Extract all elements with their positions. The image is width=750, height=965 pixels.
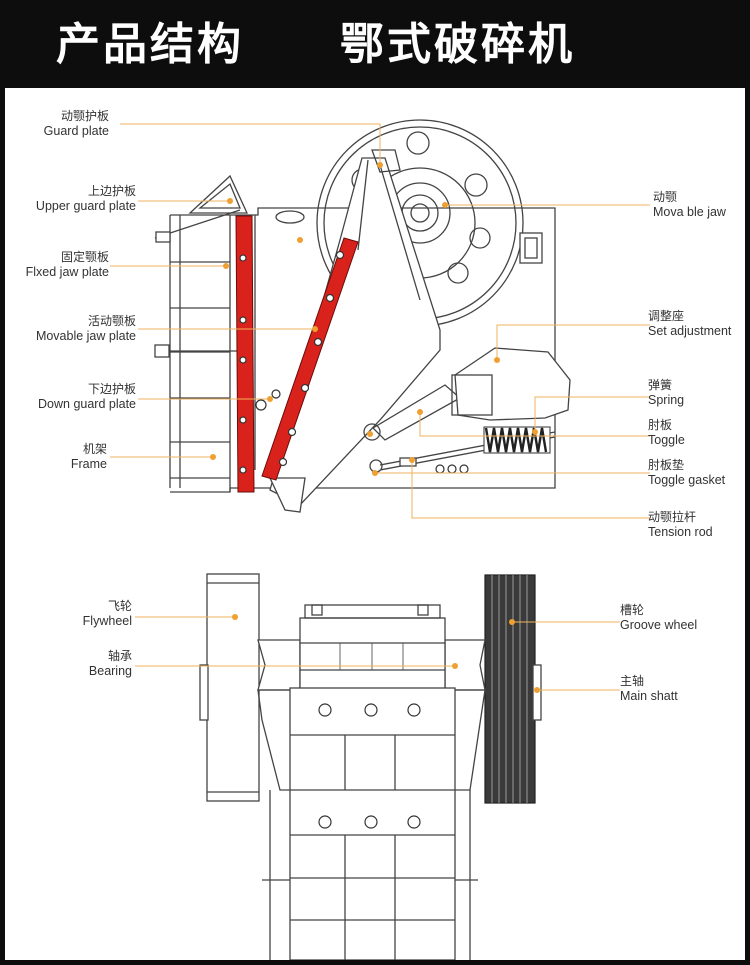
front-body <box>262 604 478 960</box>
label-set-adjustment: 调整座 Set adjustment <box>648 309 732 338</box>
label-guard-plate: 动颚护板 Guard plate <box>43 109 109 138</box>
fixed-jaw-plate <box>235 215 255 493</box>
label-down-guard-plate: 下边护板 Down guard plate <box>38 382 136 411</box>
callouts-bottom <box>135 614 620 693</box>
label-groove-wheel: 槽轮 Groove wheel <box>620 603 698 632</box>
flywheel-front <box>199 573 260 802</box>
side-view <box>154 119 571 513</box>
label-bearing: 轴承 Bearing <box>88 649 132 678</box>
label-toggle-gasket: 肘板垫 Toggle gasket <box>648 458 726 487</box>
frame-body <box>154 174 556 493</box>
callouts-top <box>110 123 650 519</box>
jaw-bolts <box>239 250 345 474</box>
front-view <box>135 573 620 960</box>
spring-coils <box>483 426 551 454</box>
label-movable-jaw: 动颚 Mova ble jaw <box>653 190 726 219</box>
label-toggle: 肘板 Toggle <box>648 418 685 447</box>
label-upper-guard-plate: 上边护板 Upper guard plate <box>35 184 136 213</box>
label-tension-rod: 动颚拉杆 Tension rod <box>648 510 713 539</box>
label-main-shaft: 主轴 Main shatt <box>620 674 678 703</box>
page-title: 产品结构 <box>56 19 244 70</box>
diagram-panel: .s { fill: none; stroke: #444; stroke-wi… <box>5 88 745 960</box>
label-spring: 弹簧 Spring <box>648 378 685 407</box>
label-movable-jaw-plate: 活动颚板 Movable jaw plate <box>35 314 136 343</box>
label-frame: 机架 Frame <box>70 442 107 471</box>
jaw-crusher-drawing: .s { fill: none; stroke: #444; stroke-wi… <box>110 119 650 960</box>
groove-wheel <box>484 574 542 804</box>
label-flywheel: 飞轮 Flywheel <box>82 599 132 628</box>
page-subtitle: 鄂式破碎机 <box>340 19 575 70</box>
label-fixed-jaw-plate: 固定颚板 Flxed jaw plate <box>25 250 109 279</box>
header: 产品结构 鄂式破碎机 <box>0 0 750 84</box>
toggle-assembly <box>363 347 571 474</box>
